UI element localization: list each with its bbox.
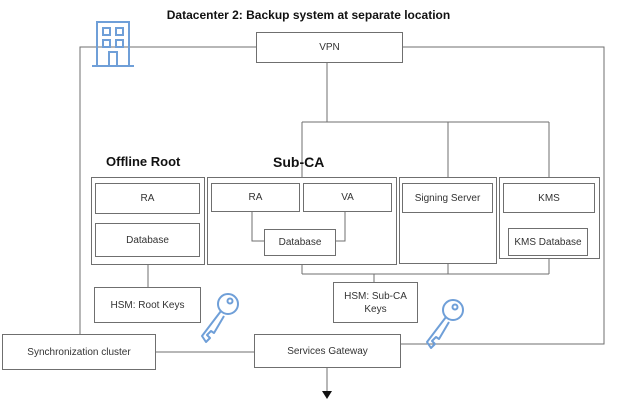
vpn-label: VPN — [319, 42, 340, 53]
va-label: VA — [341, 192, 354, 203]
arrow-down-icon — [322, 391, 332, 399]
va-node: VA — [303, 183, 392, 212]
signing-server-group — [399, 177, 497, 264]
signing-server-label: Signing Server — [414, 192, 481, 204]
database-sub-node: Database — [264, 229, 336, 256]
offline-root-heading: Offline Root — [106, 154, 181, 169]
hsm-sub-label: HSM: Sub-CA Keys — [344, 290, 407, 315]
building-icon — [92, 21, 134, 67]
database-sub-label: Database — [278, 237, 322, 248]
services-gateway-node: Services Gateway — [254, 334, 401, 368]
hsm-root-label: HSM: Root Keys — [110, 299, 185, 311]
database-offline-node: Database — [95, 223, 200, 257]
database-offline-label: Database — [126, 234, 169, 246]
kms-database-label: KMS Database — [514, 236, 582, 248]
kms-node: KMS — [503, 183, 595, 213]
signing-server-node: Signing Server — [402, 183, 493, 213]
sub-ca-heading: Sub-CA — [273, 154, 325, 170]
line-ra-db — [251, 211, 265, 242]
sync-cluster-label: Synchronization cluster — [27, 346, 131, 358]
vpn-node: VPN — [256, 32, 403, 63]
page-title: Datacenter 2: Backup system at separate … — [166, 8, 451, 22]
key-icon — [426, 299, 464, 349]
kms-label: KMS — [538, 192, 560, 204]
line-vpn-right — [401, 46, 605, 345]
offline-root-group — [91, 177, 205, 265]
ra-sub-node: RA — [211, 183, 300, 212]
sub-ca-group — [207, 177, 397, 265]
hsm-sub-node: HSM: Sub-CA Keys — [333, 282, 418, 323]
sync-cluster-node: Synchronization cluster — [2, 334, 156, 370]
ra-offline-node: RA — [95, 183, 200, 214]
ra-offline-label: RA — [140, 193, 155, 204]
kms-group — [499, 177, 600, 259]
services-gateway-label: Services Gateway — [287, 345, 368, 357]
hsm-root-node: HSM: Root Keys — [94, 287, 201, 323]
ra-sub-label: RA — [248, 192, 263, 203]
key-icon — [201, 293, 239, 343]
kms-database-node: KMS Database — [508, 228, 588, 256]
line-vpn-left — [79, 46, 258, 334]
line-va-db — [335, 211, 346, 242]
